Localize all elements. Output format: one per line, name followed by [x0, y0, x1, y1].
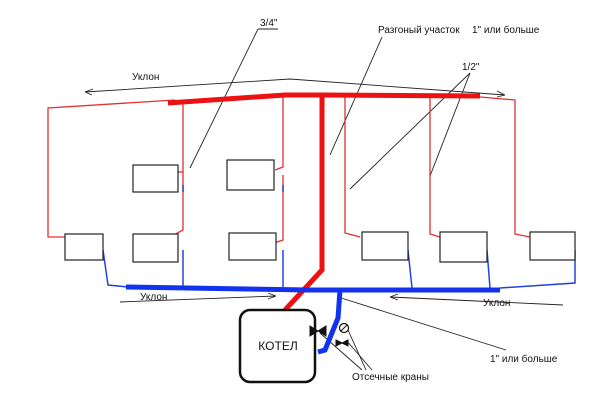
boiler-label: КОТЕЛ	[258, 339, 297, 353]
label-slope-bottom-left: Уклон	[140, 292, 167, 303]
radiator	[439, 231, 488, 263]
supply-main	[167, 92, 481, 312]
label-one-inch-bottom: 1" или больше	[490, 353, 558, 365]
label-slope-top: Уклон	[132, 72, 159, 83]
label-half-inch: 1/2"	[462, 62, 480, 73]
shutoff-valves	[309, 322, 350, 347]
label-slope-bottom-right: Уклон	[483, 298, 510, 309]
radiator	[361, 231, 409, 261]
label-shutoff-valves: Отсечные краны	[352, 372, 429, 383]
return-main	[125, 284, 500, 355]
radiator	[529, 231, 576, 261]
radiator	[226, 159, 275, 191]
supply-branches	[47, 96, 531, 244]
labels: 3/4" Разгоный участок 1" или больше 1/2"…	[132, 18, 558, 383]
label-one-inch-top: 1" или больше	[472, 24, 540, 36]
boiler: КОТЕЛ	[238, 308, 317, 384]
radiator	[132, 164, 179, 193]
radiator	[132, 233, 179, 263]
radiator	[64, 233, 104, 261]
radiators	[64, 159, 576, 263]
leader-lines	[84, 28, 564, 371]
radiator	[228, 232, 277, 261]
label-accel-section: Разгоный участок	[378, 25, 460, 36]
label-three-quarter: 3/4"	[260, 18, 278, 29]
